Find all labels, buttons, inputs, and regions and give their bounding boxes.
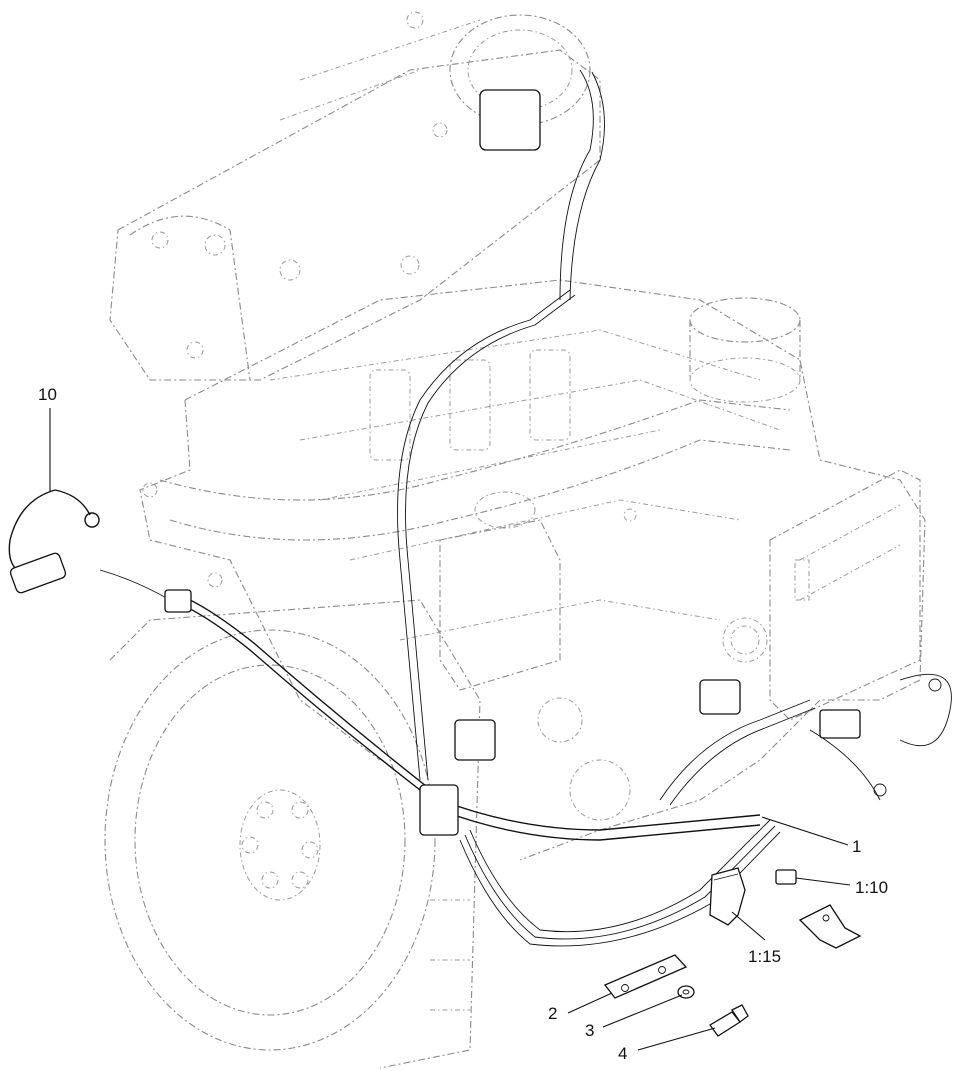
callout-1: 1 bbox=[852, 837, 861, 856]
callout-3: 3 bbox=[585, 1021, 594, 1040]
leader-3 bbox=[602, 994, 683, 1028]
alternator-connector bbox=[479, 89, 541, 151]
leader-lines bbox=[49, 408, 851, 1051]
callout-4: 4 bbox=[618, 1044, 627, 1063]
harness-connector-left bbox=[164, 589, 192, 613]
wiring-harness bbox=[99, 69, 952, 947]
part-10-ground-lead bbox=[8, 489, 100, 594]
part-1-10-terminal bbox=[775, 869, 862, 949]
callout-labels: 1 1:10 1:15 2 3 4 10 bbox=[38, 385, 888, 1063]
engine-phantom-outline bbox=[104, 11, 926, 1069]
alternator-phantom bbox=[109, 11, 601, 381]
callout-1-10: 1:10 bbox=[855, 878, 888, 897]
leader-1 bbox=[761, 816, 849, 846]
engine-block-phantom bbox=[139, 279, 926, 861]
callout-2: 2 bbox=[548, 1004, 557, 1023]
leader-1-15 bbox=[731, 911, 766, 941]
part-4-bolt bbox=[709, 1004, 749, 1037]
harness-connector-main bbox=[419, 784, 459, 836]
leader-4 bbox=[637, 1027, 716, 1051]
callout-1-15: 1:15 bbox=[748, 947, 781, 966]
leader-1-10 bbox=[795, 877, 851, 886]
ecu-connector bbox=[819, 709, 861, 739]
callout-10: 10 bbox=[38, 385, 57, 404]
part-1-15-connector bbox=[709, 867, 746, 926]
flywheel-phantom bbox=[104, 599, 481, 1069]
leader-2 bbox=[567, 992, 613, 1014]
part-2-plate bbox=[603, 954, 688, 999]
harness-connector-mid bbox=[454, 719, 496, 761]
harness-connector-right bbox=[699, 679, 741, 715]
